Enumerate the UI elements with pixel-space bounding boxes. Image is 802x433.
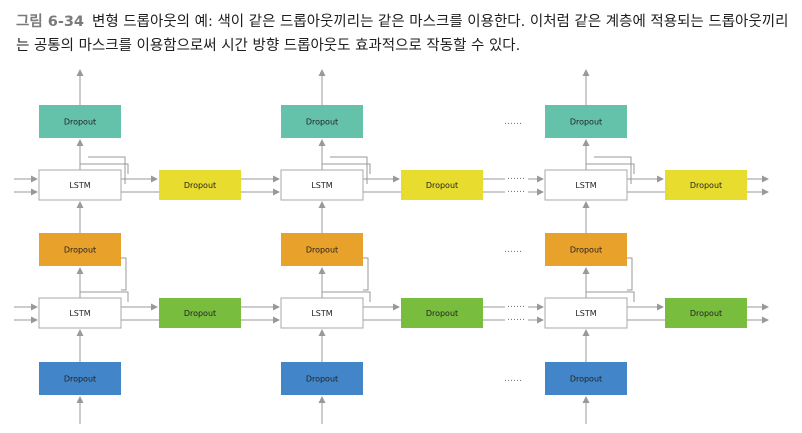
dropout-blue-2-rect xyxy=(281,362,363,395)
lstm-bottom-2-label: LSTM xyxy=(311,309,332,318)
dropout-yellow-2-label: Dropout xyxy=(426,181,458,190)
connector-line xyxy=(88,156,126,184)
connector-line xyxy=(330,156,368,184)
ellipsis: …… xyxy=(507,172,525,182)
dropout-blue-1: Dropout xyxy=(39,362,121,395)
dropout-orange-1-label: Dropout xyxy=(64,246,96,255)
dropout-blue-2-label: Dropout xyxy=(306,375,338,384)
lstm-top-2-rect xyxy=(280,169,364,201)
dropout-green-1-rect xyxy=(159,298,241,328)
dropout-teal-3: Dropout xyxy=(545,105,627,138)
dropout-teal-1-label: Dropout xyxy=(64,118,96,127)
lstm-top-1-rect xyxy=(38,169,122,201)
dropout-orange-2-label: Dropout xyxy=(306,246,338,255)
connector-line xyxy=(121,257,127,291)
dropout-green-2: Dropout xyxy=(401,298,483,328)
dropout-blue-1-rect xyxy=(39,362,121,395)
connector-lines xyxy=(14,69,769,424)
connector-line xyxy=(594,156,632,184)
connector-line xyxy=(80,163,129,174)
dropout-blue-2: Dropout xyxy=(281,362,363,395)
dropout-teal-1-rect xyxy=(39,105,121,138)
dropout-green-1: Dropout xyxy=(159,298,241,328)
dropout-orange-2-rect xyxy=(281,233,363,266)
dropout-teal-2-rect xyxy=(281,105,363,138)
lstm-bottom-1-rect xyxy=(38,297,122,329)
dropout-teal-1: Dropout xyxy=(39,105,121,138)
connector-line xyxy=(322,291,371,302)
lstm-bottom-3: LSTM xyxy=(544,297,628,329)
dropout-teal-3-rect xyxy=(545,105,627,138)
connector-line xyxy=(627,257,633,291)
connector-line xyxy=(363,257,369,291)
ellipsis: …… xyxy=(504,245,522,255)
ellipsis: …… xyxy=(507,300,525,310)
ellipsis-marks: …… …… …… …… …… …… …… xyxy=(504,117,525,384)
dropout-teal-3-label: Dropout xyxy=(570,118,602,127)
dropout-teal-2-label: Dropout xyxy=(306,118,338,127)
lstm-top-3-label: LSTM xyxy=(575,181,596,190)
dropout-yellow-3-label: Dropout xyxy=(690,181,722,190)
dropout-orange-1-rect xyxy=(39,233,121,266)
dropout-orange-3-rect xyxy=(545,233,627,266)
dropout-green-1-label: Dropout xyxy=(184,309,216,318)
lstm-top-2: LSTM xyxy=(280,169,364,201)
dropout-blue-3-label: Dropout xyxy=(570,375,602,384)
ellipsis: …… xyxy=(507,313,525,323)
lstm-bottom-3-label: LSTM xyxy=(575,309,596,318)
dropout-teal-2: Dropout xyxy=(281,105,363,138)
dropout-green-3-label: Dropout xyxy=(690,309,722,318)
dropout-orange-2: Dropout xyxy=(281,233,363,266)
dropout-yellow-3: Dropout xyxy=(665,170,747,200)
dropout-green-3: Dropout xyxy=(665,298,747,328)
lstm-top-3-rect xyxy=(544,169,628,201)
connector-line xyxy=(586,163,635,174)
dropout-orange-3: Dropout xyxy=(545,233,627,266)
dropout-yellow-2: Dropout xyxy=(401,170,483,200)
dropout-blue-3-rect xyxy=(545,362,627,395)
lstm-top-3: LSTM xyxy=(544,169,628,201)
dropout-blue-1-label: Dropout xyxy=(64,375,96,384)
lstm-top-1-label: LSTM xyxy=(69,181,90,190)
ellipsis: …… xyxy=(504,117,522,127)
dropout-orange-1: Dropout xyxy=(39,233,121,266)
dropout-yellow-1-label: Dropout xyxy=(184,181,216,190)
dropout-yellow-2-rect xyxy=(401,170,483,200)
dropout-green-2-rect xyxy=(401,298,483,328)
connector-line xyxy=(322,163,371,174)
lstm-top-2-label: LSTM xyxy=(311,181,332,190)
lstm-bottom-1-label: LSTM xyxy=(69,309,90,318)
dropout-yellow-3-rect xyxy=(665,170,747,200)
dropout-yellow-1-rect xyxy=(159,170,241,200)
dropout-green-3-rect xyxy=(665,298,747,328)
dropout-green-2-label: Dropout xyxy=(426,309,458,318)
lstm-bottom-2-rect xyxy=(280,297,364,329)
dropout-blue-3: Dropout xyxy=(545,362,627,395)
lstm-top-1: LSTM xyxy=(38,169,122,201)
ellipsis: …… xyxy=(507,185,525,195)
dropout-orange-3-label: Dropout xyxy=(570,246,602,255)
dropout-yellow-1: Dropout xyxy=(159,170,241,200)
figure-number: 그림 6-34 xyxy=(16,14,85,30)
lstm-bottom-2: LSTM xyxy=(280,297,364,329)
connector-line xyxy=(80,291,129,302)
lstm-bottom-1: LSTM xyxy=(38,297,122,329)
connector-line xyxy=(586,291,635,302)
caption-text: 변형 드롭아웃의 예: 색이 같은 드롭아웃끼리는 같은 마스크를 이용한다. … xyxy=(16,14,789,54)
lstm-bottom-3-rect xyxy=(544,297,628,329)
ellipsis: …… xyxy=(504,374,522,384)
